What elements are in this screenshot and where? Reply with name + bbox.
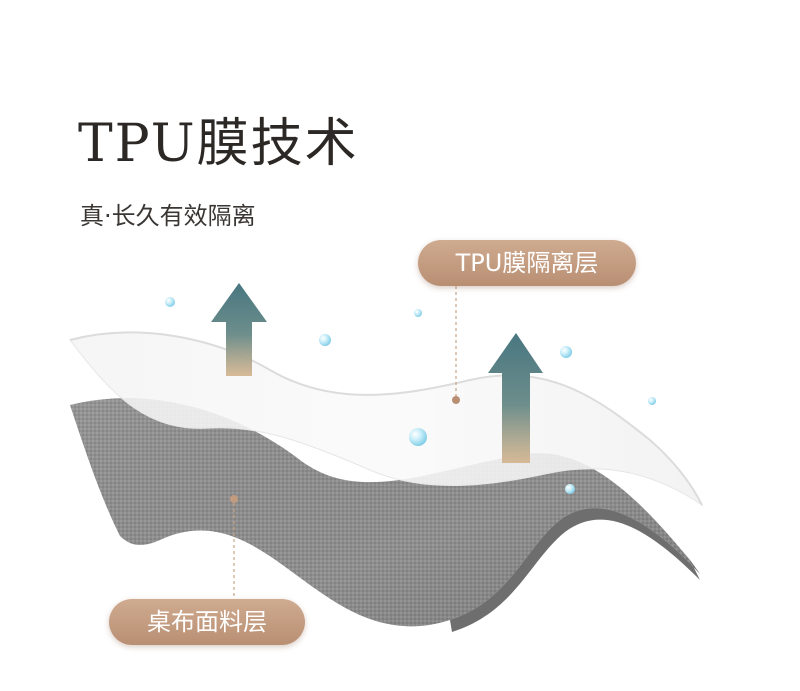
arrow-up-icon [211,283,267,376]
page-subtitle: 真·长久有效隔离 [80,202,256,230]
water-droplet-icon [165,297,656,494]
arrow-up-icon [488,333,543,463]
tpu-callout-leader [452,286,460,404]
fabric-callout-leader [230,495,238,597]
fabric-layer-label: 桌布面料层 [109,599,305,645]
page-title: TPU膜技术 [78,114,359,174]
tpu-layer-label: TPU膜隔离层 [418,240,636,286]
